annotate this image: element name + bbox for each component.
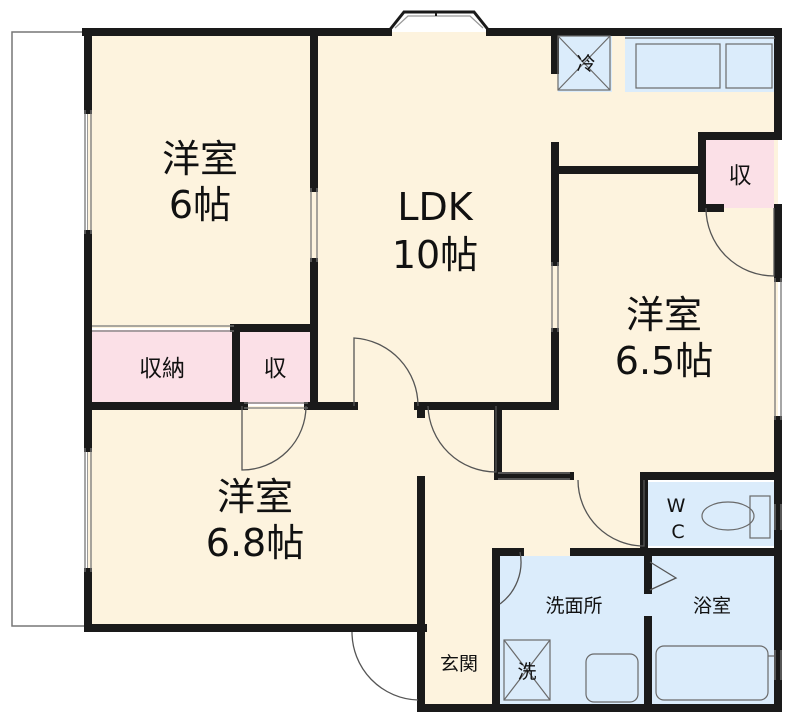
fridge-label: 冷 (576, 53, 595, 75)
western-68-name: 洋室 (217, 475, 293, 519)
kitchen-stove (725, 43, 773, 89)
storage-right-area (706, 140, 774, 208)
ldk-name: LDK (397, 185, 473, 229)
fridge-box (557, 35, 611, 91)
bathroom-label: 浴室 (693, 595, 731, 617)
western-65-size: 6.5帖 (615, 339, 713, 383)
kitchen-counter-area (625, 34, 775, 92)
bay-window (386, 10, 492, 33)
windows (84, 110, 782, 680)
bathtub (655, 645, 769, 701)
western-room-6-8-floor (88, 406, 423, 628)
western-6-size: 6帖 (169, 183, 231, 227)
walls (82, 28, 782, 712)
balcony (11, 31, 89, 627)
fixtures (503, 35, 775, 703)
storage-small-area (240, 330, 310, 404)
toilet-area (648, 482, 776, 546)
washer-pan (503, 639, 551, 701)
washbasin (585, 653, 639, 703)
washroom-label: 洗面所 (545, 595, 602, 617)
toilet-label-c: C (671, 521, 684, 543)
western-6-name: 洋室 (162, 137, 238, 181)
western-room-6-floor (88, 32, 314, 328)
kitchen-sink (635, 43, 721, 89)
washer-label: 洗 (517, 661, 536, 683)
storage-large-label: 収納 (139, 356, 185, 382)
hall-floor (423, 406, 643, 556)
washroom-area (500, 556, 646, 706)
toilet-tank (749, 495, 771, 539)
toilet-label-w: W (667, 495, 686, 517)
storage-right-label: 収 (729, 163, 752, 189)
western-65-name: 洋室 (626, 293, 702, 337)
bathroom-area (646, 556, 776, 706)
western-68-size: 6.8帖 (206, 521, 304, 565)
floor-areas (88, 32, 778, 704)
ldk-size: 10帖 (392, 233, 478, 277)
wet-areas (500, 34, 776, 706)
storage-large-area (92, 330, 232, 404)
storage-small-label: 収 (264, 356, 287, 382)
entrance-label: 玄関 (440, 653, 478, 675)
storage-areas (92, 140, 774, 404)
toilet-bowl (701, 501, 755, 531)
entrance-floor (423, 556, 496, 704)
labels: 洋室 6帖 LDK 10帖 洋室 6.5帖 洋室 6.8帖 収納 収 収 W C… (139, 53, 752, 683)
door-swings (241, 207, 775, 701)
